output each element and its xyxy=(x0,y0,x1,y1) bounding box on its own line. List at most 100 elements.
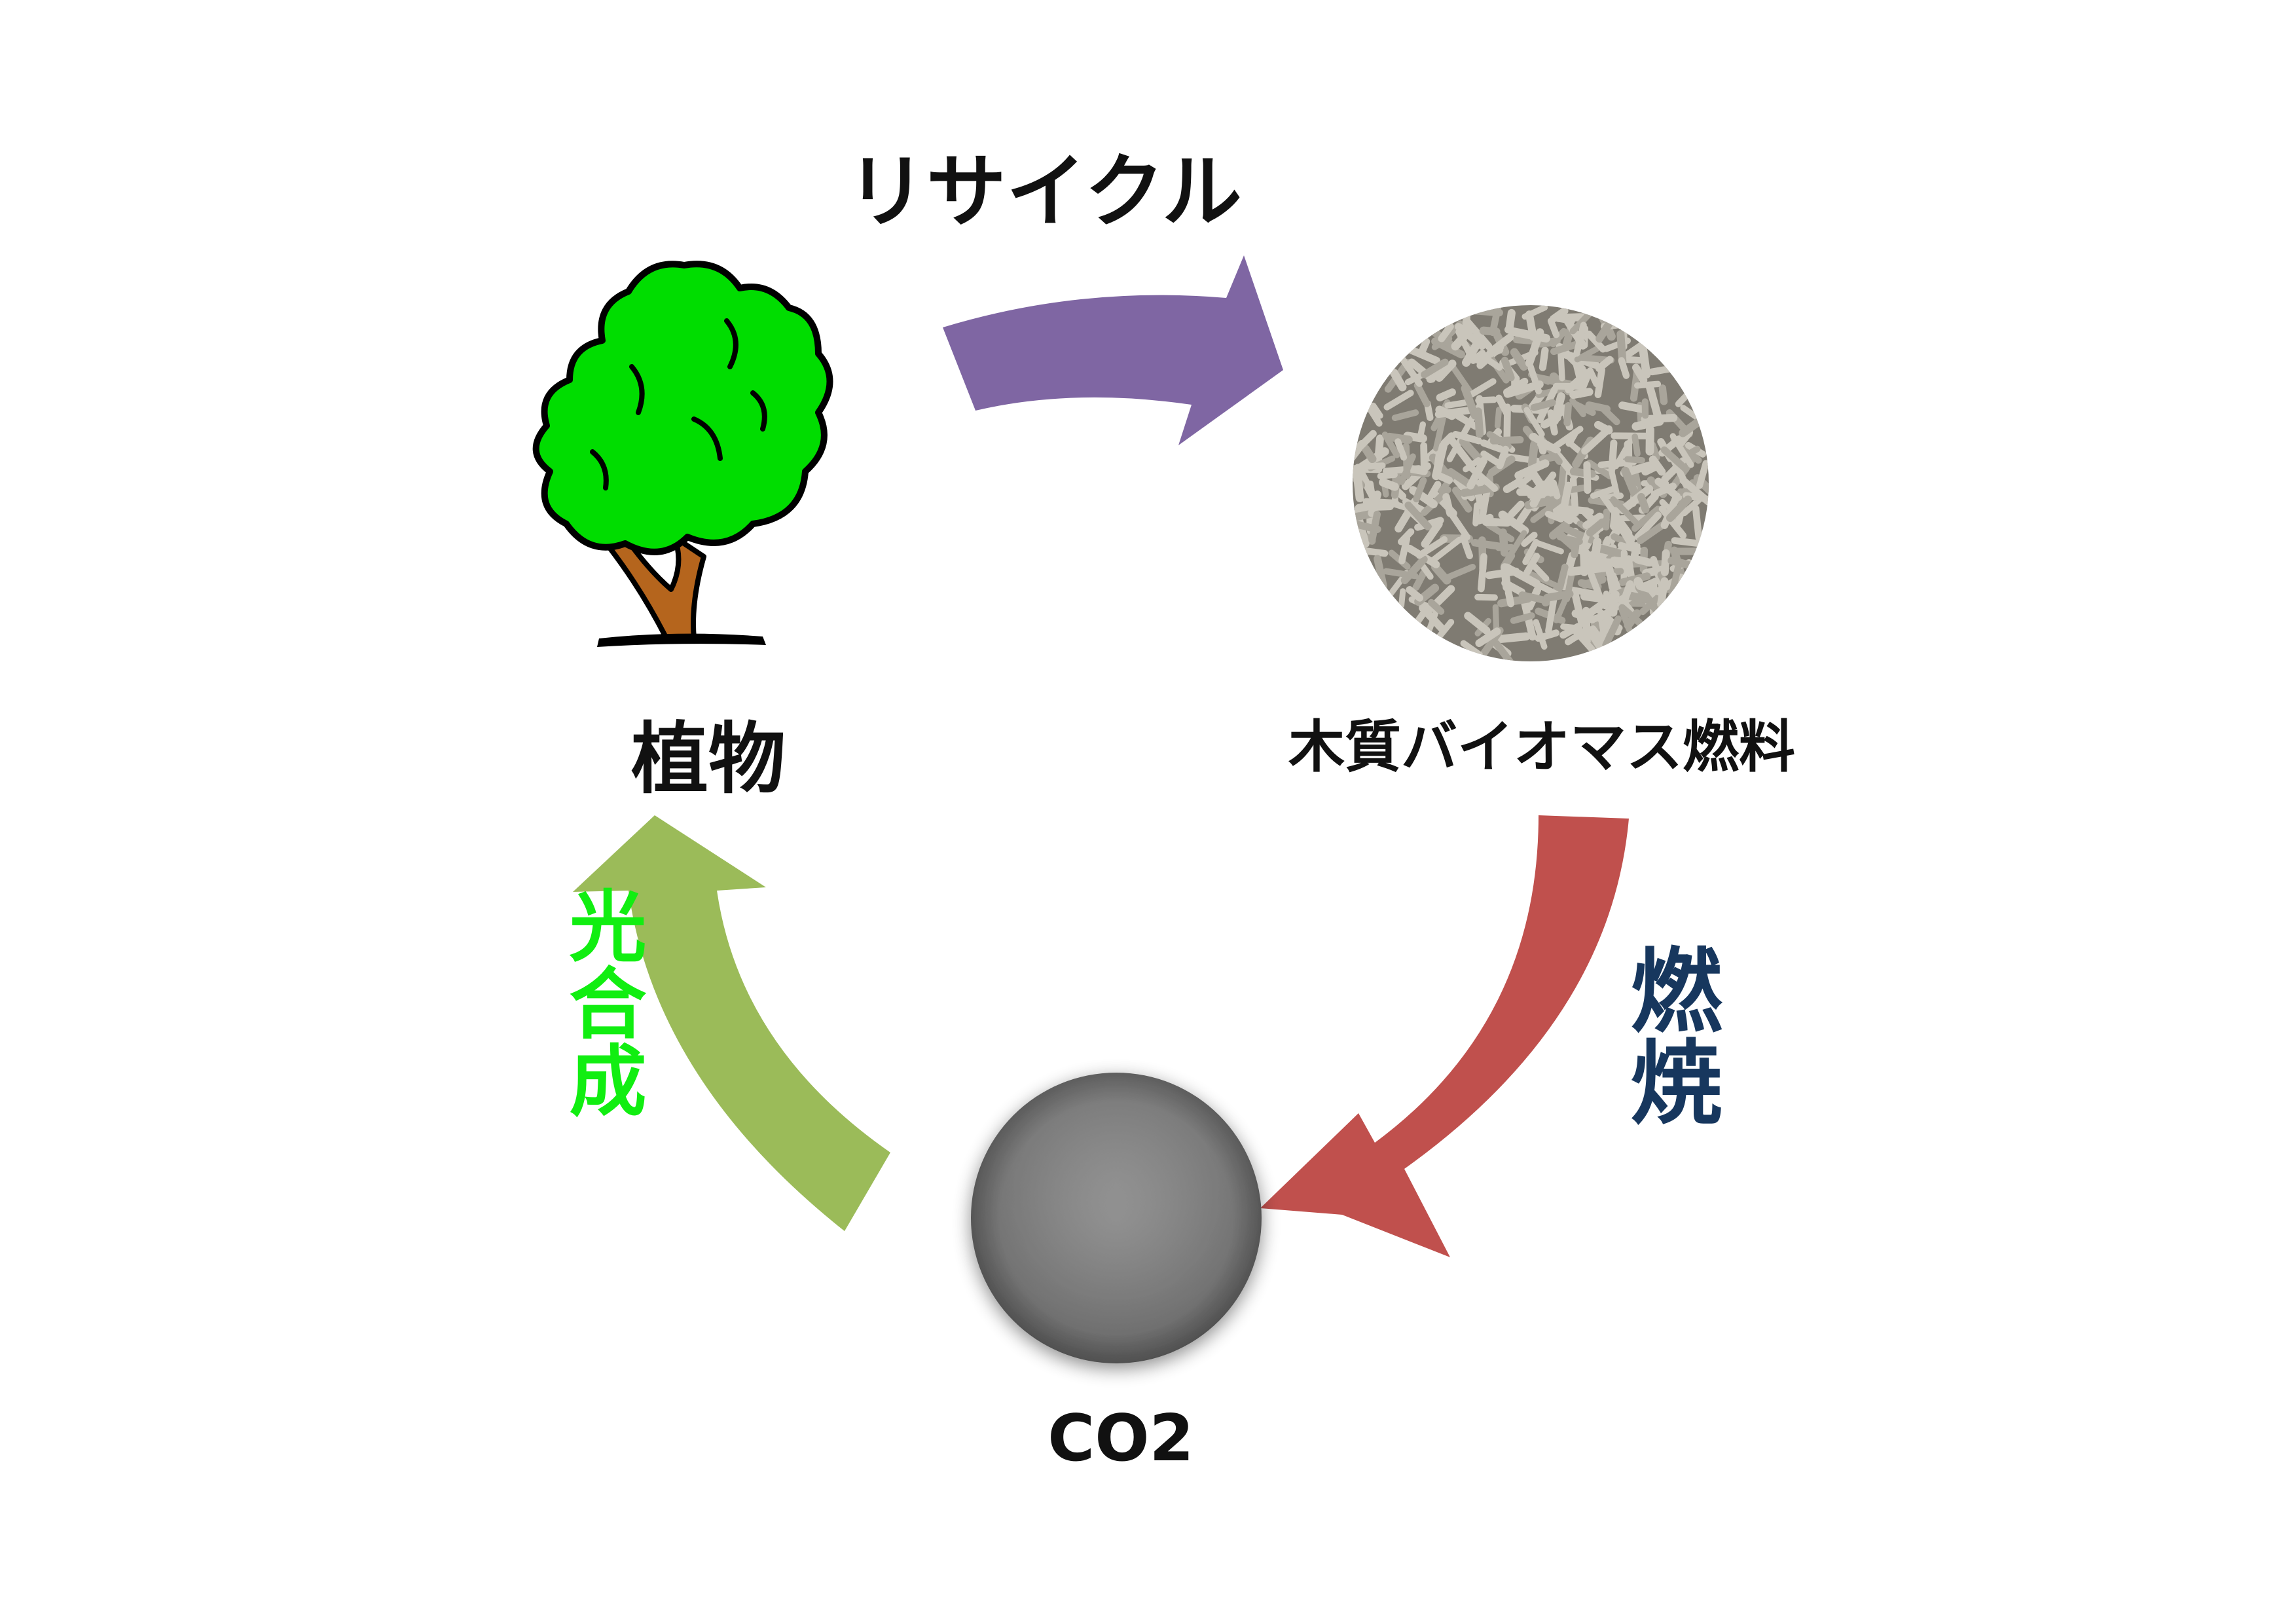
wood-pellet xyxy=(1394,438,1408,461)
wood-pellet xyxy=(1550,306,1569,323)
wood-pellet xyxy=(1361,445,1377,464)
combustion-label: 燃焼 xyxy=(1615,943,1722,1126)
wood-pellet xyxy=(1467,463,1498,492)
wood-pellet xyxy=(1635,582,1667,597)
wood-pellet xyxy=(1633,555,1654,567)
wood-pellet xyxy=(1474,593,1498,601)
wood-pellet xyxy=(1529,480,1548,508)
wood-pellet xyxy=(1493,640,1518,661)
tree-ground xyxy=(597,633,766,647)
wood-pellet xyxy=(1620,580,1634,604)
plant-label: 植物 xyxy=(631,714,786,804)
wood-pellet xyxy=(1479,326,1501,336)
wood-pellet xyxy=(1385,432,1413,444)
wood-pellet xyxy=(1563,401,1572,427)
wood-pellet xyxy=(1521,531,1538,547)
wood-pellet xyxy=(1582,512,1604,529)
wood-pellet xyxy=(1449,512,1471,541)
wood-pellet xyxy=(1398,453,1416,485)
wood-pellet xyxy=(1489,436,1524,445)
wood-pellet xyxy=(1430,536,1463,563)
wood-pellet xyxy=(1547,504,1574,525)
wood-pellet xyxy=(1602,508,1611,531)
wood-pellet xyxy=(1370,402,1383,419)
tree-trunk xyxy=(606,534,706,641)
wood-pellet xyxy=(1594,366,1605,398)
wood-pellet xyxy=(1459,437,1483,463)
wood-pellet xyxy=(1595,318,1614,343)
wood-pellet xyxy=(1413,382,1430,407)
wood-pellet xyxy=(1696,460,1709,489)
wood-pellet xyxy=(1522,305,1548,320)
wood-pellet xyxy=(1484,356,1503,371)
wood-pellet xyxy=(1555,316,1575,325)
wood-pellet xyxy=(1494,406,1503,429)
wood-pellet xyxy=(1622,340,1647,360)
tree-icon xyxy=(532,261,833,647)
wood-pellet xyxy=(1461,384,1479,420)
wood-pellet xyxy=(1442,493,1454,517)
wood-pellet xyxy=(1681,497,1702,517)
wood-pellet xyxy=(1413,477,1427,503)
wood-pellet xyxy=(1634,511,1662,541)
wood-pellet xyxy=(1585,330,1607,353)
wood-pellet xyxy=(1569,397,1586,418)
wood-pellet xyxy=(1432,441,1448,481)
wood-pellet xyxy=(1571,538,1580,559)
wood-pellet xyxy=(1547,318,1560,339)
wood-pellet xyxy=(1495,394,1511,417)
wood-pellet xyxy=(1550,479,1561,500)
wood-pellet xyxy=(1379,478,1399,491)
wood-pellet xyxy=(1400,555,1428,585)
wood-pellet xyxy=(1353,469,1364,503)
wood-pellet xyxy=(1420,442,1428,475)
wood-pellet xyxy=(1522,538,1540,565)
wood-pellet xyxy=(1595,356,1614,373)
wood-pellet xyxy=(1556,563,1569,591)
wood-pellet xyxy=(1618,357,1630,379)
photosynthesis-label: 光合成 xyxy=(556,886,646,1118)
wood-pellet xyxy=(1641,413,1678,424)
wood-pellet xyxy=(1618,485,1654,515)
wood-pellet xyxy=(1658,384,1668,405)
wood-pellet xyxy=(1497,595,1532,608)
wood-pellet xyxy=(1492,604,1500,635)
wood-pellet xyxy=(1406,586,1424,602)
wood-pellet xyxy=(1499,528,1509,557)
wood-pellet xyxy=(1435,360,1457,382)
wood-pellet xyxy=(1565,585,1600,598)
wood-pellet xyxy=(1573,322,1587,357)
wood-pellet xyxy=(1671,537,1705,547)
wood-pellet xyxy=(1503,380,1544,398)
wood-pellet xyxy=(1566,563,1609,576)
wood-pellet xyxy=(1525,328,1544,367)
wood-pellet xyxy=(1445,563,1476,581)
wood-pellet xyxy=(1455,323,1486,350)
wood-pellet xyxy=(1514,459,1550,480)
wood-pellet xyxy=(1427,599,1445,615)
wood-pellet xyxy=(1624,609,1641,630)
wood-pellet xyxy=(1649,365,1676,376)
wood-pellet xyxy=(1539,346,1549,371)
wood-pellet xyxy=(1482,517,1512,527)
wood-pellet xyxy=(1618,525,1637,551)
wood-pellet xyxy=(1631,363,1648,384)
wood-pellet xyxy=(1475,627,1501,648)
wood-pellet xyxy=(1550,426,1584,451)
wood-pellet xyxy=(1506,530,1527,559)
wood-pellet xyxy=(1684,445,1701,458)
wood-pellet xyxy=(1353,430,1377,456)
wood-pellet xyxy=(1678,429,1694,447)
wood-pellet xyxy=(1543,590,1574,602)
wood-pellet xyxy=(1621,466,1641,501)
wood-pellet xyxy=(1527,440,1539,470)
wood-pellet xyxy=(1557,464,1567,500)
wood-pellet xyxy=(1580,591,1602,602)
wood-pellet xyxy=(1431,563,1451,585)
wood-pellet xyxy=(1586,557,1613,566)
fuel-label: 木質バイオマス燃料 xyxy=(1288,714,1795,780)
wood-pellet xyxy=(1530,399,1556,411)
recycle-label: リサイクル xyxy=(847,145,1242,238)
wood-pellets-icon xyxy=(1353,305,1709,661)
wood-pellet xyxy=(1438,323,1454,342)
